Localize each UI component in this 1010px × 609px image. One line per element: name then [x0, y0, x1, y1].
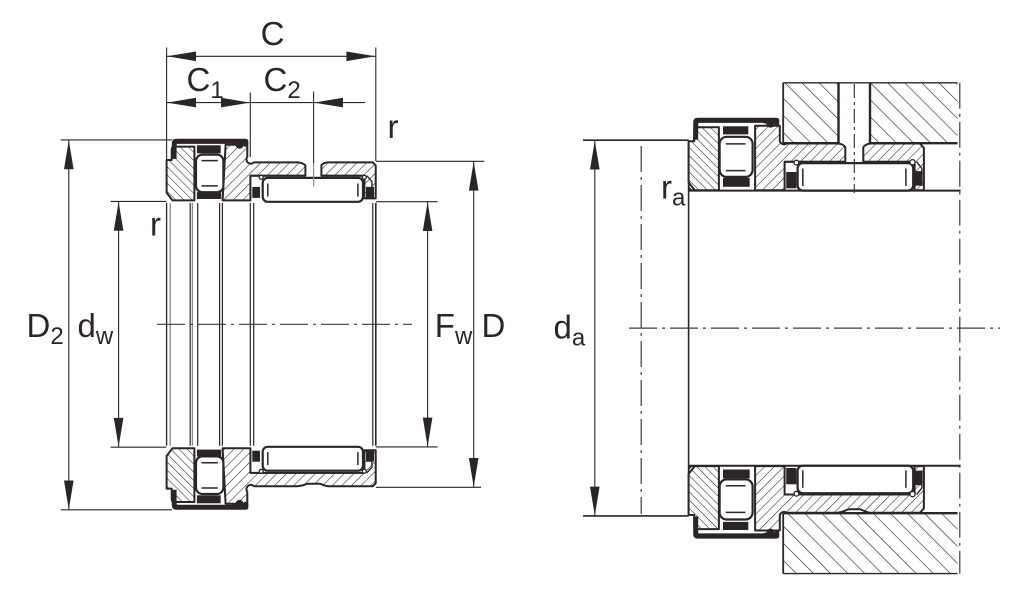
svg-text:r: r [150, 206, 161, 243]
svg-text:C: C [261, 15, 285, 52]
svg-text:r: r [388, 108, 399, 145]
svg-text:D: D [482, 307, 506, 344]
